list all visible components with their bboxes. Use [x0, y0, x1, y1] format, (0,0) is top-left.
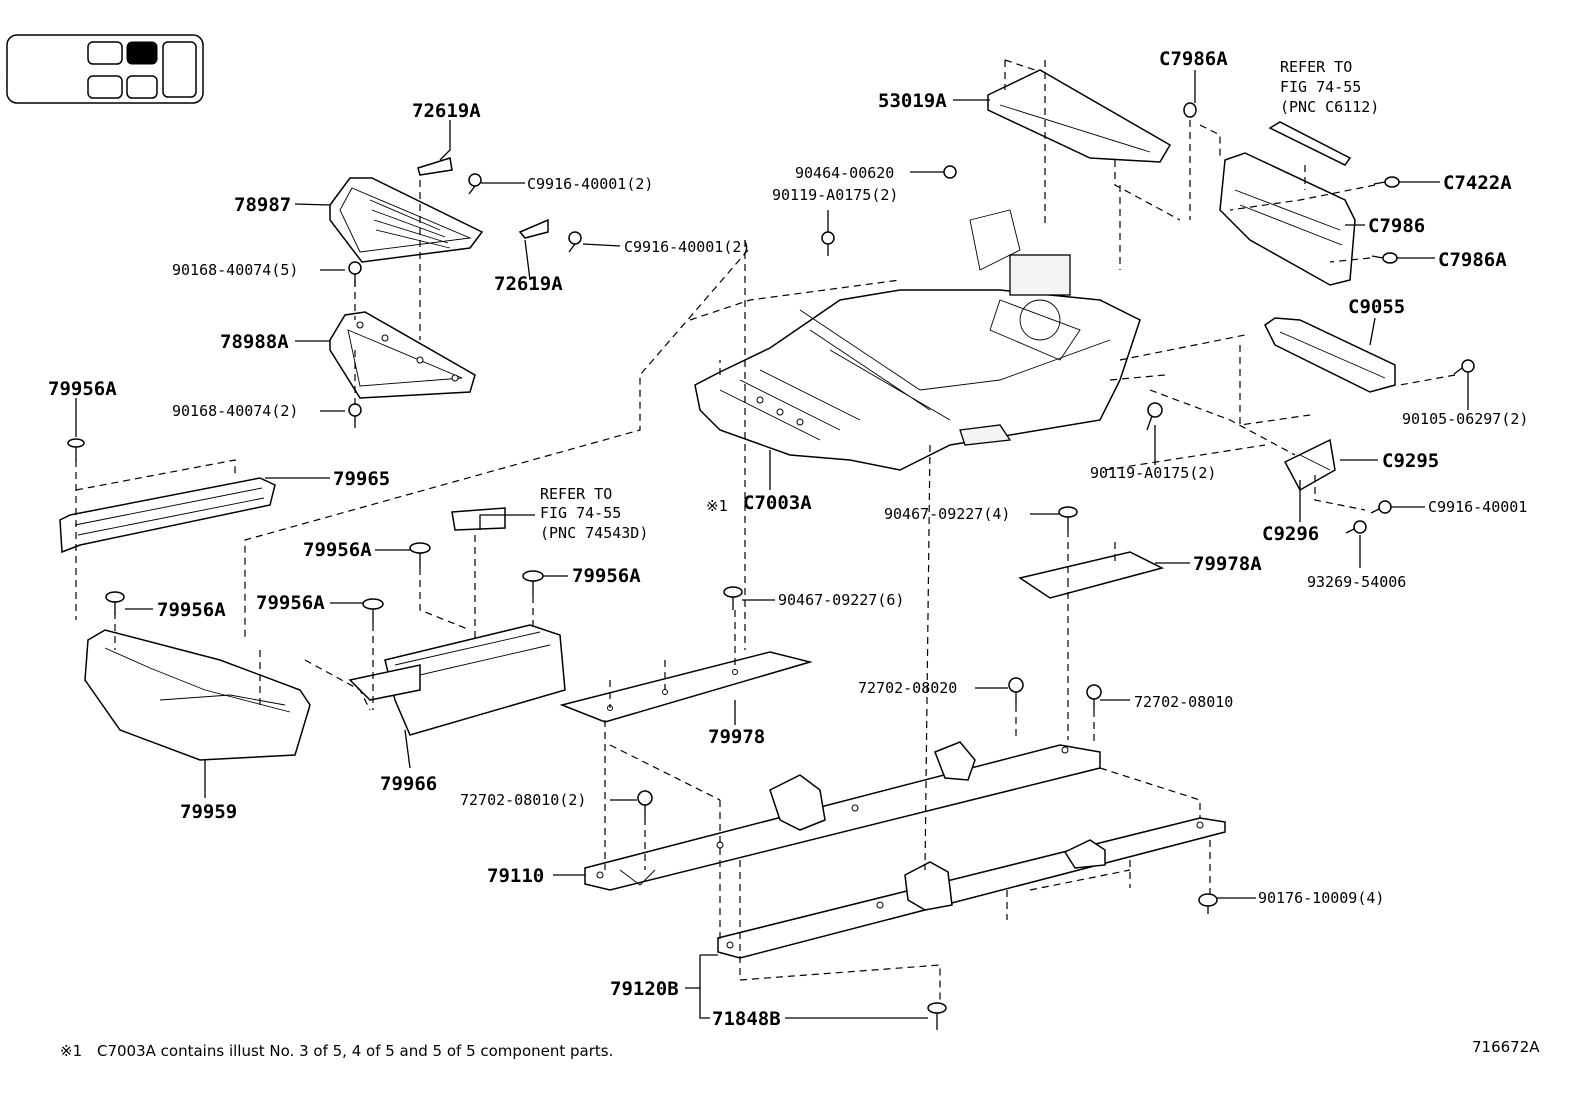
locator-seat-4 [87, 75, 123, 99]
callout-C9296: C9296 [1262, 523, 1319, 545]
locator-thumbnail [6, 34, 204, 104]
callout-79120B: 79120B [610, 978, 679, 1000]
callout-79956A-left: 79956A [48, 378, 117, 400]
callout-labels: 72619A 78987 C9916-40001(2) C9916-40001(… [48, 48, 1528, 1030]
part-C7003A [694, 209, 1141, 471]
part-79965 [59, 477, 276, 554]
part-79978A [1018, 551, 1165, 599]
callout-79956A-m3: 79956A [256, 592, 325, 614]
callout-C9916-40001-b: C9916-40001(2) [624, 238, 750, 256]
locator-seat-highlight [126, 41, 158, 65]
callout-C9916-40001-a: C9916-40001(2) [527, 175, 653, 193]
callout-refer-74543d-line2: FIG 74-55 [540, 504, 621, 522]
callout-refer-c6112-line1: REFER TO [1280, 58, 1352, 76]
callout-refer-74543d-line1: REFER TO [540, 485, 612, 503]
callout-C9295: C9295 [1382, 450, 1439, 472]
callout-C7003A-mark: ※1 [706, 497, 728, 515]
callout-72619A-bottom: 72619A [494, 273, 563, 295]
part-79978 [559, 651, 813, 723]
fasteners [67, 102, 1475, 1030]
callout-72702-08010-2: 72702-08010(2) [460, 791, 586, 809]
callout-79956A-m4: 79956A [157, 599, 226, 621]
callout-79978: 79978 [708, 726, 765, 748]
callout-71848B: 71848B [712, 1008, 781, 1030]
callout-90467-09227-6: 90467-09227(6) [778, 591, 904, 609]
callout-79956A-m2: 79956A [572, 565, 641, 587]
callout-79965: 79965 [333, 468, 390, 490]
callout-refer-c6112-line3: (PNC C6112) [1280, 98, 1379, 116]
callout-79110: 79110 [487, 865, 544, 887]
callout-90168-40074-2: 90168-40074(2) [172, 402, 298, 420]
strip-pnc-c6112 [1268, 121, 1352, 166]
callout-79978A: 79978A [1193, 553, 1262, 575]
callout-C9916-40001-c: C9916-40001 [1428, 498, 1527, 516]
callout-C7003A: C7003A [743, 492, 812, 514]
part-C9055 [1264, 317, 1396, 393]
callout-90105-06297: 90105-06297(2) [1402, 410, 1528, 428]
locator-seat-1 [87, 41, 123, 65]
callout-C7986A-bottom: C7986A [1438, 249, 1507, 271]
callout-90119-A0175-a: 90119-A0175(2) [772, 186, 898, 204]
callout-93269-54006: 93269-54006 [1307, 573, 1406, 591]
part-C9295 [1283, 438, 1336, 492]
callout-C9055: C9055 [1348, 296, 1405, 318]
callout-90168-40074-5: 90168-40074(5) [172, 261, 298, 279]
callout-C7986A-top: C7986A [1159, 48, 1228, 70]
part-53019A [987, 69, 1172, 163]
callout-53019A: 53019A [878, 90, 947, 112]
callout-79966: 79966 [380, 773, 437, 795]
callout-79956A-m1: 79956A [303, 539, 372, 561]
part-C7986 [1219, 152, 1356, 286]
callout-72702-08020: 72702-08020 [858, 679, 957, 697]
callout-refer-74543d-line3: (PNC 74543D) [540, 524, 648, 542]
footnote-text: C7003A contains illust No. 3 of 5, 4 of … [97, 1042, 613, 1060]
label-sheet-74543d [451, 507, 506, 531]
locator-seat-5 [126, 75, 158, 99]
callout-78988A: 78988A [220, 331, 289, 353]
part-79110 [584, 741, 1101, 891]
callout-72619A-top: 72619A [412, 100, 481, 122]
part-78987 [329, 157, 549, 263]
locator-seat-3 [162, 41, 197, 98]
alignment-lines [75, 59, 1456, 1000]
callout-90176-10009: 90176-10009(4) [1258, 889, 1384, 907]
footnote-mark: ※1 [60, 1042, 82, 1060]
figure-id: 716672A [1472, 1038, 1540, 1056]
leader-lines [75, 70, 1469, 1019]
part-79959 [84, 629, 311, 761]
callout-90467-09227-4: 90467-09227(4) [884, 505, 1010, 523]
part-78988A [329, 311, 476, 399]
callout-C7422A: C7422A [1443, 172, 1512, 194]
callout-72702-08010: 72702-08010 [1134, 693, 1233, 711]
callout-C7986: C7986 [1368, 215, 1425, 237]
callout-refer-c6112-line2: FIG 74-55 [1280, 78, 1361, 96]
callout-78987: 78987 [234, 194, 291, 216]
callout-90119-A0175-b: 90119-A0175(2) [1090, 464, 1216, 482]
callout-90464-00620: 90464-00620 [795, 164, 894, 182]
callout-79959: 79959 [180, 801, 237, 823]
part-79966 [348, 624, 566, 736]
